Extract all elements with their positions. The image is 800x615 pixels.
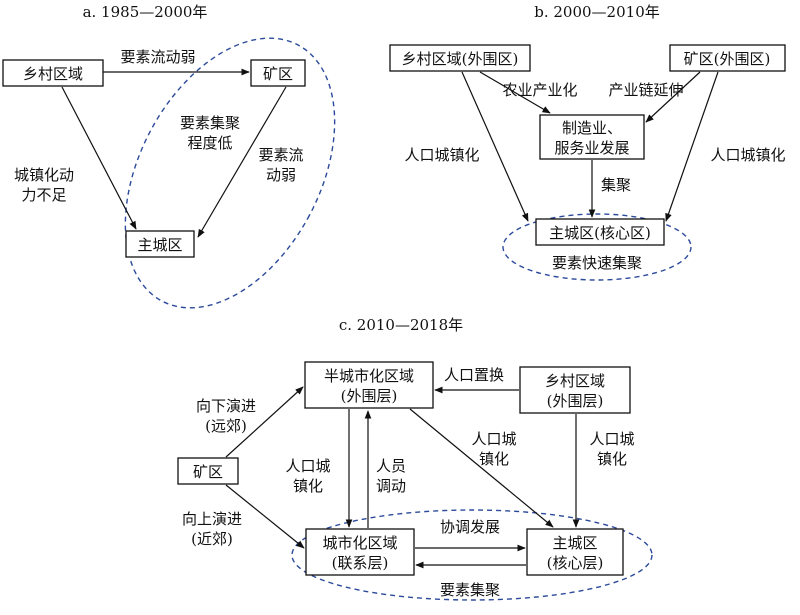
panel-b-label-urb-right: 人口城镇化: [710, 146, 785, 164]
panel-a-label-mine-flow-2: 动弱: [266, 166, 296, 184]
panel-a-label-agg-1: 要素集聚: [180, 114, 240, 132]
panel-b-manufacturing-node: 制造业、 服务业发展: [539, 114, 645, 160]
panel-c-main-city-label-1: 主城区: [552, 534, 597, 552]
panel-a-label-urb-2: 力不足: [21, 186, 66, 204]
panel-c-main-city-node: 主城区 (核心层): [526, 528, 624, 576]
panel-c-main-city-label-2: (核心层): [547, 554, 604, 572]
panel-b-arrow-rural-to-mfg: [479, 71, 551, 114]
panel-a-agglomeration-ellipse: [124, 37, 336, 309]
panel-a-mine-node: 矿区: [250, 59, 306, 87]
panel-c-label-urb-right-2: 镇化: [597, 450, 627, 468]
panel-a-main-city-label: 主城区: [137, 236, 182, 254]
panel-b-mine-label: 矿区(外围区): [684, 50, 771, 68]
panel-c-title: c. 2010—2018年: [339, 316, 463, 334]
panel-b-manufacturing-label-1: 制造业、: [562, 119, 622, 137]
panel-b-arrow-mine-to-city: [665, 71, 719, 222]
panel-c-rural-label-2: (外围层): [547, 392, 604, 410]
panel-b-title: b. 2000—2010年: [534, 3, 660, 21]
panel-c-label-urb-mid-1: 人口城: [471, 430, 516, 448]
panel-c-label-urb-left-1: 人口城: [285, 457, 330, 475]
panel-c-agglomeration-ellipse: [291, 509, 653, 601]
panel-c-label-downward-2: (远郊): [205, 417, 247, 435]
panel-b-mine-node: 矿区(外围区): [669, 44, 786, 72]
panel-a-rural-node: 乡村区域: [2, 59, 104, 87]
panel-b-arrow-mine-to-mfg: [645, 71, 701, 123]
panel-c-urbanized-label-2: (联系层): [332, 554, 389, 572]
panel-c-label-replacement: 人口置换: [444, 366, 504, 384]
panel-a-main-city-node: 主城区: [125, 230, 195, 258]
panel-b-rural-label: 乡村区域(外围区): [402, 50, 519, 68]
panel-c-label-agglomeration: 要素集聚: [440, 581, 500, 599]
panel-c-label-upward-2: (近郊): [191, 530, 233, 548]
panel-a-arrow-mine-to-city: [197, 86, 287, 238]
panel-a-rural-label: 乡村区域: [23, 65, 83, 83]
panel-a-arrow-rural-to-city: [61, 86, 137, 230]
panel-b-agglomeration-ellipse: [502, 213, 692, 281]
panel-c-urbanized-node: 城市化区域 (联系层): [305, 528, 415, 576]
panel-c-arrow-mine-downward: [225, 386, 304, 458]
panel-c-mine-node: 矿区: [177, 457, 239, 485]
panel-b-label-rapid: 要素快速集聚: [552, 254, 642, 272]
panel-b-label-agri: 农业产业化: [502, 81, 577, 99]
panel-b-label-chain: 产业链延伸: [608, 81, 683, 99]
panel-c-rural-node: 乡村区域 (外围层): [519, 366, 631, 414]
panel-c-rural-label-1: 乡村区域: [545, 372, 605, 390]
panel-b-arrow-rural-to-city: [461, 71, 529, 222]
panel-a-label-weak-flow: 要素流动弱: [120, 48, 195, 66]
panel-a-label-urb-1: 城镇化动: [14, 166, 74, 184]
panel-a-label-mine-flow-1: 要素流: [258, 146, 303, 164]
panel-c-urbanized-label-1: 城市化区域: [322, 534, 397, 552]
panel-b-label-agglomeration: 集聚: [601, 176, 631, 194]
panel-c-label-staff-2: 调动: [376, 477, 406, 495]
panel-c-mine-label: 矿区: [193, 463, 223, 481]
panel-a-label-agg-2: 程度低: [187, 134, 232, 152]
panel-c-label-coordinated: 协调发展: [440, 518, 500, 536]
panel-b-rural-node: 乡村区域(外围区): [389, 44, 531, 72]
panel-c-label-upward-1: 向上演进: [182, 510, 242, 528]
panel-c-label-urb-left-2: 镇化: [293, 477, 323, 495]
panel-c-arrow-semi-to-city: [409, 408, 554, 528]
panel-c-semi-urban-label-1: 半城市化区域: [324, 367, 414, 385]
panel-b-main-city-label: 主城区(核心区): [549, 224, 651, 242]
panel-c-label-urb-right-1: 人口城: [589, 430, 634, 448]
panel-a-title: a. 1985—2000年: [83, 3, 208, 21]
panel-b-manufacturing-label-2: 服务业发展: [554, 139, 629, 157]
panel-a-mine-label: 矿区: [263, 65, 293, 83]
panel-c-semi-urban-node: 半城市化区域 (外围层): [304, 361, 434, 409]
panel-c-label-staff-1: 人员: [376, 457, 406, 475]
panel-c-label-downward-1: 向下演进: [196, 397, 256, 415]
panel-c-label-urb-mid-2: 镇化: [479, 450, 509, 468]
panel-c-arrow-mine-upward: [225, 484, 305, 549]
panel-b-main-city-node: 主城区(核心区): [535, 218, 665, 246]
panel-c-semi-urban-label-2: (外围层): [341, 387, 398, 405]
panel-b-label-urb-left: 人口城镇化: [404, 146, 479, 164]
